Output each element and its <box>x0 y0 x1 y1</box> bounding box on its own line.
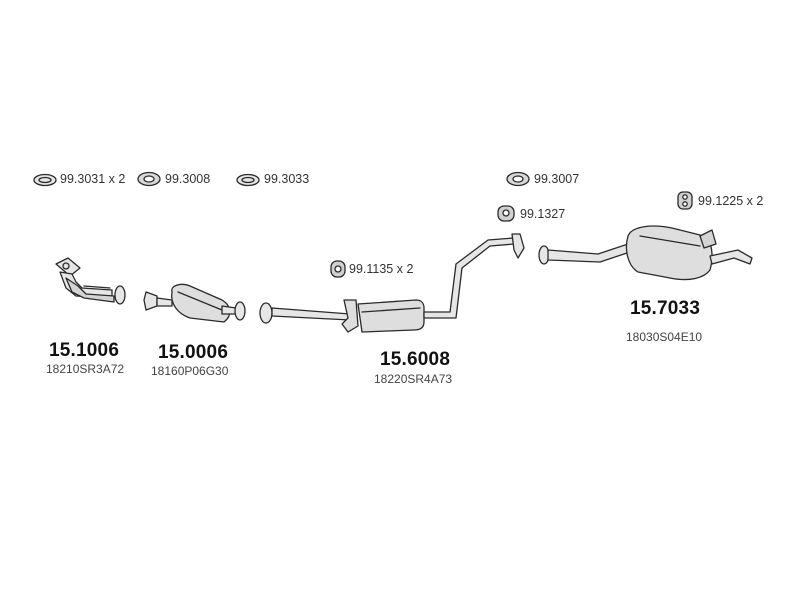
gasket-ring-icon-99-3031[interactable] <box>33 173 57 187</box>
part-number-15-7033: 15.7033 <box>630 298 701 319</box>
part-number-15-0006: 15.0006 <box>158 342 229 363</box>
rubber-hanger-icon-99-1225[interactable] <box>677 191 693 210</box>
gasket-ring-icon-99-3033[interactable] <box>236 173 260 187</box>
part-number-15-6008: 15.6008 <box>380 349 451 370</box>
hanger-label-99-1225: 99.1225 x 2 <box>698 194 764 208</box>
gasket-ring-icon-99-3007[interactable] <box>506 171 530 187</box>
oem-number-18030S04E10: 18030S04E10 <box>626 330 703 344</box>
ring-label-99-3031: 99.3031 x 2 <box>60 172 126 186</box>
oem-number-18220SR4A73: 18220SR4A73 <box>374 372 453 386</box>
rubber-hanger-icon-99-1135[interactable] <box>330 260 346 278</box>
catalytic-converter-15-0006[interactable] <box>143 283 246 323</box>
rear-silencer-15-7033[interactable] <box>538 225 753 281</box>
intermediate-pipe-15-6008[interactable] <box>259 233 525 333</box>
ring-label-99-3033: 99.3033 <box>264 172 310 186</box>
hanger-label-99-1327: 99.1327 <box>520 207 566 221</box>
oem-number-18160P06G30: 18160P06G30 <box>151 364 229 378</box>
rubber-hanger-icon-99-1327[interactable] <box>497 205 515 222</box>
hanger-label-99-1135: 99.1135 x 2 <box>349 262 414 276</box>
part-number-15-1006: 15.1006 <box>49 340 120 361</box>
gasket-ring-icon-99-3008[interactable] <box>137 171 161 187</box>
ring-label-99-3007: 99.3007 <box>534 172 580 186</box>
oem-number-18210SR3A72: 18210SR3A72 <box>46 362 125 376</box>
front-pipe-15-1006[interactable] <box>55 257 126 305</box>
ring-label-99-3008: 99.3008 <box>165 172 211 186</box>
